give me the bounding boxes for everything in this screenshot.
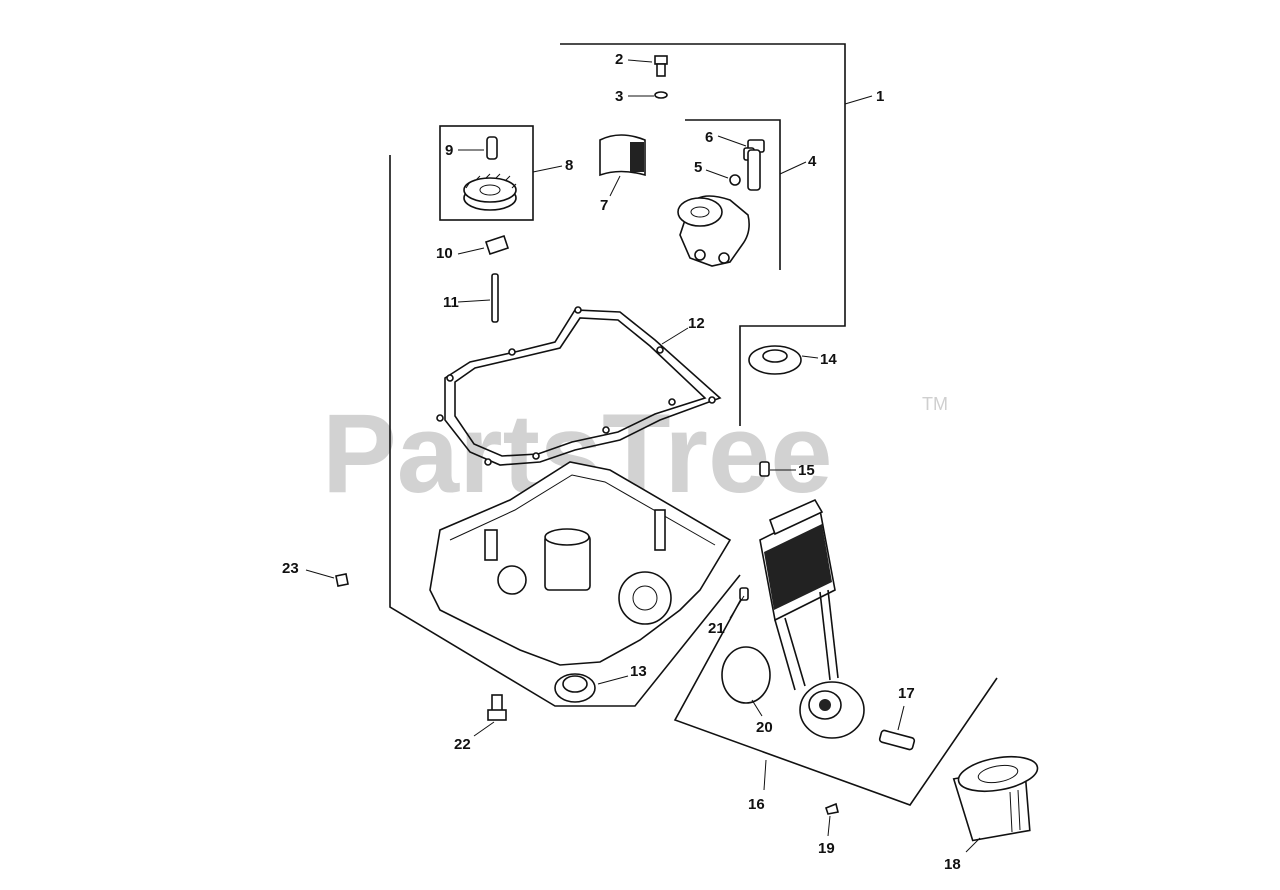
callout-21: 21 [708,620,725,637]
part-15-plug [759,461,770,477]
part-8-gear [463,173,517,211]
gear-group-box [439,125,534,221]
callout-3: 3 [615,88,623,105]
callout-5: 5 [694,159,702,176]
callout-9: 9 [445,142,453,159]
part-22-bolt [487,694,507,721]
part-21-fitting [739,587,749,601]
callout-16: 16 [748,796,765,813]
part-19-clip [825,802,839,815]
part-18-oil-filter [952,755,1039,842]
part-14-seal [748,345,802,375]
callout-13: 13 [630,663,647,680]
callout-12: 12 [688,315,705,332]
part-10-clip [484,234,510,256]
callout-20: 20 [756,719,773,736]
part-7-bushing [599,134,646,177]
part-5-oring [729,174,741,186]
callout-10: 10 [436,245,453,262]
part-12-gasket [436,306,722,466]
part-20-oring [721,646,771,704]
callout-7: 7 [600,197,608,214]
leader-lines [305,59,981,853]
callout-15: 15 [798,462,815,479]
callout-17: 17 [898,685,915,702]
callout-14: 14 [820,351,837,368]
callout-18: 18 [944,856,961,873]
callout-4: 4 [808,153,817,170]
callout-2: 2 [615,51,623,68]
part-9-pin [486,136,498,160]
part-4-oil-pump [677,149,761,267]
watermark-trademark: TM [922,394,948,414]
callout-1: 1 [876,88,884,105]
callout-23: 23 [282,560,299,577]
part-3-washer [654,91,668,99]
callout-11: 11 [443,294,459,311]
part-11-dowel [491,273,499,323]
part-23-fitting [335,573,349,587]
part-2-screw [654,55,668,77]
callout-6: 6 [705,129,713,146]
part-13-seal [554,673,596,703]
assembly-bracket-housing [389,155,741,707]
closure-plate-housing [429,461,732,666]
callout-19: 19 [818,840,835,857]
part-17-fitting [878,729,916,751]
pump-group-bracket [685,119,781,270]
oil-cooler-kit-bracket [673,591,998,806]
oil-cooler [759,498,839,691]
callout-8: 8 [565,157,573,174]
assembly-bracket-1 [560,43,846,426]
callout-22: 22 [454,736,471,753]
oil-filter-adapter [799,681,865,739]
